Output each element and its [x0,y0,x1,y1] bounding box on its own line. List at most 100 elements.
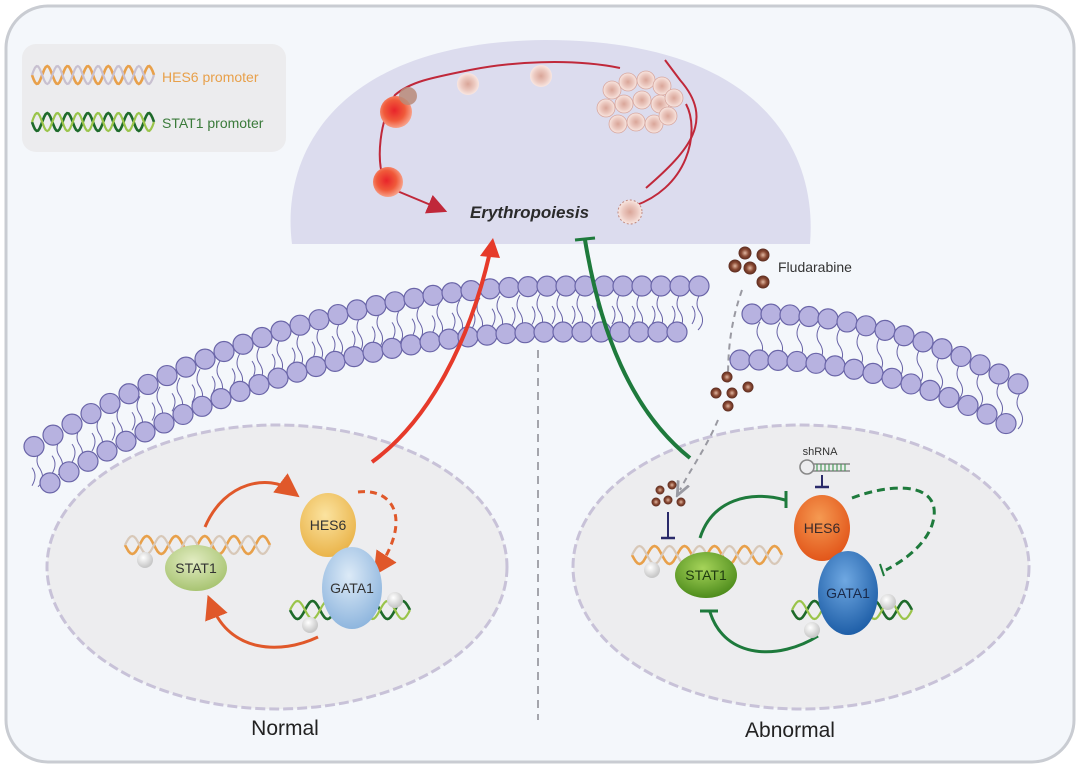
drug-particle [721,371,733,383]
lipid-head [362,341,384,363]
lipid-head [919,379,941,401]
lipid-head [741,303,763,325]
lipid-head [950,345,972,368]
lipid-head [874,319,896,342]
lipid-tail [51,455,56,474]
drug-particle [651,497,661,507]
hes6-label: HES6 [804,520,841,536]
drug-particle [663,495,673,505]
hes6-protein [794,495,850,561]
stem-cell-cluster [596,70,684,134]
hes6-protein [300,493,356,557]
drug-particle [756,275,770,289]
erythropoiesis-cycle-path [378,59,698,189]
stem-cell [636,70,656,90]
fludarabine-label: Fludarabine [778,259,852,275]
lipid-head [175,356,197,378]
stat1-inhibits-hes6-line [698,494,786,539]
lipid-head [134,421,156,443]
lipid-head [976,403,998,425]
stem-cell [608,114,628,134]
stat1-promoter-dna [123,534,272,556]
lipid-head [419,331,441,353]
stat1-protein [675,552,737,598]
lipid-tail [31,467,36,486]
bound-complex-bead [387,592,403,608]
dna-strand [124,534,271,556]
lipid-head [498,276,520,299]
fludarabine: Fludarabine [651,246,852,540]
legend: HES6 promoter STAT1 promoter [22,44,286,152]
promote-erythropoiesis-arrow [370,251,492,464]
lipid-tail [956,363,964,401]
bound-complex-bead [880,594,896,610]
lipid-head [666,321,688,343]
lipid-tail [936,355,944,393]
lipid-head [400,334,422,356]
erythropoiesis-region: Erythropoiesis [290,40,811,244]
lipid-head [248,373,270,396]
lipid-head [77,450,99,472]
lipid-head [118,383,140,405]
lipid-head [843,358,865,380]
lipid-head [80,402,102,425]
lipid-head [824,355,846,377]
normal-panel: HES6 GATA1 STAT1 Normal [123,473,412,740]
lipid-head [232,333,254,355]
lipid-head [422,284,444,306]
lipid-head [855,315,877,337]
lipid-head [893,325,915,347]
dna-strand [30,64,156,86]
lipid-tail [691,305,696,325]
lipid-head [346,299,368,321]
lipid-head [381,337,403,359]
lipid-head [536,275,558,297]
lipid-head [609,321,631,343]
lipid-head [836,311,858,333]
lipid-head [779,304,801,326]
lipid-head [441,282,463,304]
lipid-head [213,340,235,363]
shrna-label: shRNA [803,446,839,458]
gata1-label: GATA1 [330,580,374,596]
lipid-head [688,275,710,297]
lipid-head [267,367,289,389]
drug-particle [742,381,754,393]
progenitor-cell [530,65,552,87]
lipid-head [628,321,650,343]
lipid-tail [151,402,156,421]
bound-complex-bead [804,622,820,638]
lipid-head [96,440,118,462]
arrow-head [480,238,500,258]
bound-complex-bead [644,562,660,578]
gata1-to-stat1-arrow [205,594,319,649]
lipid-tail [376,312,384,350]
hes6-label: HES6 [310,517,347,533]
nucleus-abnormal [571,423,1031,711]
inhibit-bar [879,563,885,577]
drug-particle [728,259,742,273]
lipid-tail [996,382,1004,419]
lipid-head [1007,373,1029,395]
lipid-tail [491,308,496,327]
gata1-protein [818,551,878,635]
lipid-head [805,352,827,374]
legend-stat1-promoter: STAT1 promoter [30,111,264,133]
bound-complex-bead [302,617,318,633]
lipid-head [517,275,539,298]
lipid-head [137,373,159,396]
lipid-tail [531,306,536,325]
lipid-head [552,321,574,343]
lipid-head [58,461,80,483]
stat1-protein [165,545,227,591]
lipid-tail [451,312,456,332]
drug-particle [667,480,677,490]
dna-strand [30,111,156,133]
lipid-head [912,331,934,353]
lipid-head [156,364,178,387]
lipid-head [931,338,953,360]
lipid-head [650,275,672,297]
shrna-loop-icon [799,459,815,475]
progenitor-cell [617,199,643,225]
